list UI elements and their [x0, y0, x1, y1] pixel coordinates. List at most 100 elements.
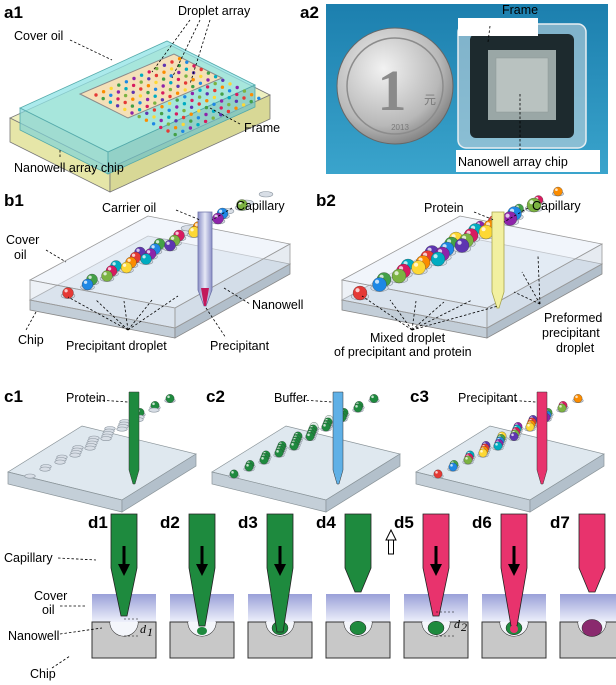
- a2-coin-rim: [346, 37, 444, 135]
- a1-droplet: [183, 88, 187, 92]
- a1-droplet: [145, 104, 149, 109]
- precipitant-droplet-highlight: [88, 275, 92, 279]
- precipitant-droplet-highlight: [107, 267, 112, 271]
- b1-leader-drop-1: [67, 296, 129, 331]
- a1-droplet: [198, 81, 203, 86]
- mixed-droplet: [502, 211, 518, 226]
- b2-label-protein: Protein: [424, 201, 464, 215]
- a1-droplet: [219, 106, 223, 110]
- c-chip-right: [529, 453, 605, 513]
- c-droplet: [289, 441, 299, 451]
- a1-droplet: [181, 129, 185, 133]
- panel-d4: d4: [316, 513, 397, 659]
- c-droplet: [573, 394, 583, 403]
- a1-droplet: [169, 67, 174, 71]
- precipitant-droplet: [164, 239, 176, 252]
- a1-droplet: [177, 70, 181, 75]
- c1-label: Protein: [66, 391, 106, 405]
- a1-droplet: [169, 74, 173, 78]
- panel-label-b2: b2: [316, 191, 336, 210]
- mixed-droplet: [454, 238, 470, 253]
- c-droplet-highlight: [465, 457, 468, 460]
- b1-label-nanowell: Nanowell: [252, 298, 303, 312]
- a1-droplet: [109, 93, 113, 98]
- d-precipitant-drop: [510, 625, 518, 633]
- b2-oil-right: [486, 243, 603, 329]
- d-label-oil: oil: [42, 603, 55, 617]
- d-nanowell: [110, 622, 138, 636]
- a1-droplet: [204, 105, 209, 110]
- a1-leader-drop-1: [151, 19, 191, 73]
- a1-droplet: [139, 87, 143, 91]
- nanowell: [24, 473, 36, 479]
- a1-droplet: [101, 96, 105, 101]
- c-droplet: [259, 455, 269, 465]
- a1-droplet: [152, 108, 157, 112]
- a1-droplet: [177, 57, 182, 61]
- a1-droplet: [123, 93, 128, 98]
- a1-droplet: [159, 118, 163, 123]
- nanowell: [100, 436, 112, 441]
- a1-droplet: [205, 99, 209, 103]
- c-droplet-highlight: [435, 471, 438, 474]
- a1-droplet: [154, 73, 159, 78]
- b1-label-precipitant-droplet: Precipitant droplet: [66, 339, 167, 353]
- b1-label-capillary: Capillary: [236, 199, 285, 213]
- precipitant-droplet-highlight: [112, 262, 116, 266]
- a1-droplet: [181, 122, 185, 127]
- a1-droplet: [199, 74, 203, 79]
- a1-droplet: [123, 100, 127, 105]
- a1-droplet: [192, 64, 196, 68]
- a1-droplet: [168, 87, 173, 92]
- a1-droplet: [196, 123, 200, 127]
- a1-droplet: [138, 101, 142, 105]
- panel-label-c2: c2: [206, 387, 225, 406]
- a1-droplet: [175, 105, 179, 109]
- a1-droplet: [206, 78, 210, 82]
- b2-leader-mixed-2: [389, 299, 413, 331]
- panel-c3-chip: [415, 391, 605, 513]
- a1-droplet: [242, 96, 246, 100]
- b1-label-cover: Cover: [6, 233, 39, 247]
- a1-droplet: [161, 77, 166, 81]
- precipitant-droplet: [81, 278, 94, 291]
- b1-precipitant-in-tip: [201, 288, 209, 306]
- a1-droplet: [174, 112, 179, 116]
- panel-b2: b2 Protein Capillary Mixed droplet of pr…: [316, 186, 604, 359]
- a1-leader-drop-2: [171, 19, 201, 79]
- nanowell: [39, 466, 51, 472]
- a1-droplet: [205, 85, 210, 89]
- a1-droplet: [190, 98, 194, 103]
- nanowell: [258, 191, 274, 198]
- d-arrow-down-head: [508, 564, 520, 576]
- panel-d3: d3: [238, 513, 313, 659]
- a1-droplet: [151, 122, 156, 126]
- a1-droplet: [162, 63, 167, 67]
- precipitant-droplet-highlight: [166, 241, 170, 245]
- panel-d2: d2: [160, 513, 235, 659]
- a1-leader-frame: [209, 107, 241, 125]
- a1-droplet: [147, 77, 151, 81]
- a1-droplet: [205, 92, 209, 96]
- panel-c1-chip: [7, 391, 197, 513]
- d-cover-oil: [326, 594, 390, 622]
- b2-leader-mixed-3: [411, 300, 417, 331]
- a1-droplet: [220, 85, 225, 89]
- a1-droplet: [167, 108, 171, 113]
- mixed-droplet: [430, 251, 446, 267]
- a1-droplet: [166, 122, 171, 126]
- precipitant-droplet: [62, 287, 74, 299]
- a1-droplet: [191, 84, 195, 89]
- panel-label-d3: d3: [238, 513, 258, 532]
- a2-coin-denomination: 1: [378, 58, 407, 123]
- a1-droplet: [153, 94, 157, 98]
- a1-droplet: [146, 90, 150, 95]
- c-droplet: [557, 403, 567, 413]
- c-droplet-highlight: [527, 424, 530, 427]
- b2-leader-preformed-3: [513, 291, 541, 305]
- c-chip-right: [121, 453, 197, 513]
- d-arrow-down-head: [118, 564, 130, 576]
- a2-nanowell-grid: [495, 57, 549, 113]
- a1-droplet: [153, 87, 158, 92]
- a1-droplet: [153, 101, 157, 105]
